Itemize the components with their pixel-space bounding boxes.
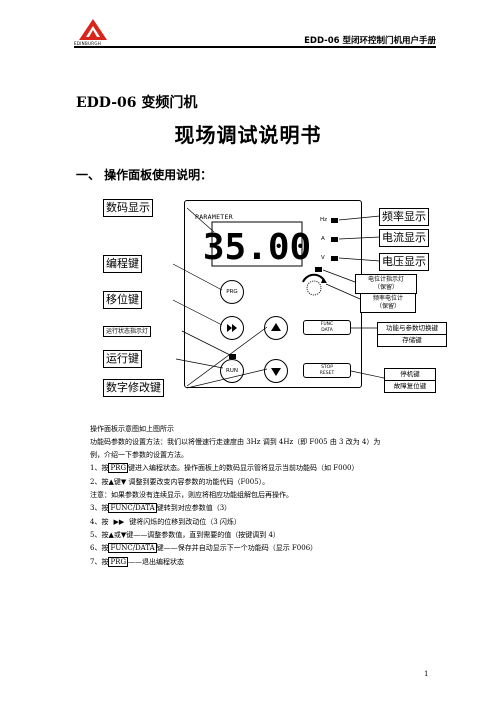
label-frequency-potentiometer: 频率电位计 （保留） — [360, 293, 416, 313]
stop-label: STOP — [321, 365, 333, 370]
step-1-text: 键进入编程状态。操作面板上的数码显示管将显示当前功能码（如 F000） — [128, 464, 359, 472]
shift-key-inline: ▶▶ — [113, 518, 125, 526]
step-6-text: 键——保存并自动显示下一个功能码（显示 F006） — [156, 544, 318, 552]
func-label: FUNC — [320, 322, 334, 327]
step-4-prefix: 4、按 — [90, 518, 109, 526]
brand-text: EDINBURGH — [74, 41, 102, 46]
label-stop-reset-key: 停机键 故障复位键 — [384, 368, 436, 393]
header-divider — [74, 46, 436, 48]
stop-key-text: 停机键 — [385, 369, 435, 381]
shift-button[interactable] — [220, 316, 244, 340]
label-digit-modify-key: 数字修改键 — [103, 379, 164, 397]
hz-indicator — [331, 218, 338, 223]
step-5: 5、按▲或▼键——调整参数值，直到需要的值（按键调到 4） — [90, 531, 280, 539]
potentiometer-indicator — [315, 267, 322, 272]
func-switch-text: 功能与参数切换键 — [378, 323, 446, 335]
page-number: 1 — [424, 670, 429, 678]
down-arrow-icon — [271, 368, 281, 376]
prg-key-inline-2: PRG — [108, 557, 129, 567]
pot-ind-note: （保留） — [373, 284, 398, 291]
label-shift-key: 移位键 — [103, 291, 142, 309]
label-run-status-light: 运行状态指示灯 — [103, 326, 152, 337]
step-4: 4、按 ▶▶ 键将闪烁的位移到改动位（3 闪烁） — [90, 516, 241, 529]
step-6-prefix: 6、按 — [90, 544, 109, 552]
section-heading: 一、 操作面板使用说明： — [76, 168, 213, 182]
label-voltage-display: 电压显示 — [379, 253, 429, 271]
display-value: 35.00 — [203, 227, 311, 268]
edinburgh-logo — [79, 19, 107, 40]
label-run-key: 运行键 — [103, 350, 142, 368]
freq-pot-text: 频率电位计 — [372, 295, 403, 302]
label-potentiometer-indicator: 电位计指示灯 （保留） — [355, 274, 417, 294]
run-button[interactable]: RUN — [220, 359, 244, 383]
a-indicator — [331, 237, 338, 242]
main-title: 现场调试说明书 — [174, 123, 322, 147]
frequency-potentiometer-icon — [302, 273, 327, 296]
body-line-2: 功能码参数的设置方法：我们以将慢速行走速度由 3Hz 调到 4Hz（即 F005… — [90, 438, 381, 446]
up-button[interactable] — [264, 316, 288, 340]
doc-title: EDD-06 变频门机 — [76, 95, 198, 111]
step-7-prefix: 7、按 — [90, 558, 109, 566]
data-label: DATA — [321, 328, 333, 333]
seven-segment-display: 35.00 — [203, 221, 311, 268]
up-arrow-icon — [271, 323, 281, 331]
reset-label: RESET — [319, 371, 335, 376]
func-data-button[interactable]: FUNC DATA — [303, 320, 351, 335]
step-3-text: 键转到对应参数值（3） — [156, 504, 232, 512]
prg-button[interactable]: PRG — [220, 280, 244, 304]
down-button[interactable] — [264, 359, 288, 383]
step-3-prefix: 3、按 — [90, 504, 109, 512]
step-2: 2、按▲键▼ 调整到要改变内容参数的功能代码（F005）。 — [90, 478, 270, 486]
body-line-3: 例，介绍一下参数的设置方法。 — [90, 451, 188, 459]
header-title: EDD-06 型闭环控制门机用户手册 — [304, 36, 436, 46]
label-program-key: 编程键 — [103, 255, 142, 273]
label-func-data-key: 功能与参数切换键 存储键 — [377, 322, 447, 347]
step-1-prefix: 1、按 — [90, 464, 109, 472]
unit-a: A — [321, 236, 325, 242]
stop-reset-button[interactable]: STOP RESET — [303, 363, 351, 378]
prg-key-inline: PRG — [108, 463, 129, 473]
pot-ind-text: 电位计指示灯 — [367, 276, 404, 283]
step-7-text: ——退出编程状态 — [128, 558, 185, 566]
unit-hz: Hz — [320, 217, 328, 223]
note-line: 注意：如果参数没有连续显示，则应将相应功能组解包后再操作。 — [90, 491, 293, 499]
freq-pot-note: （保留） — [375, 303, 400, 310]
parameter-label: PARAMETER — [195, 213, 233, 221]
step-4-text: 键将闪烁的位移到改动位（3 闪烁） — [129, 518, 241, 526]
label-digital-display: 数码显示 — [103, 199, 153, 217]
label-current-display: 电流显示 — [379, 229, 429, 247]
v-indicator — [331, 256, 338, 261]
func-data-key-inline: FUNC/DATA — [108, 503, 157, 513]
reset-key-text: 故障复位键 — [393, 382, 427, 390]
store-key-text: 存储键 — [402, 336, 422, 344]
label-frequency-display: 频率显示 — [379, 208, 429, 226]
body-line-1: 操作面板示意图如上图所示 — [90, 425, 174, 433]
func-data-key-inline-2: FUNC/DATA — [108, 543, 157, 553]
unit-v: V — [321, 255, 325, 261]
double-arrow-icon — [227, 324, 237, 332]
